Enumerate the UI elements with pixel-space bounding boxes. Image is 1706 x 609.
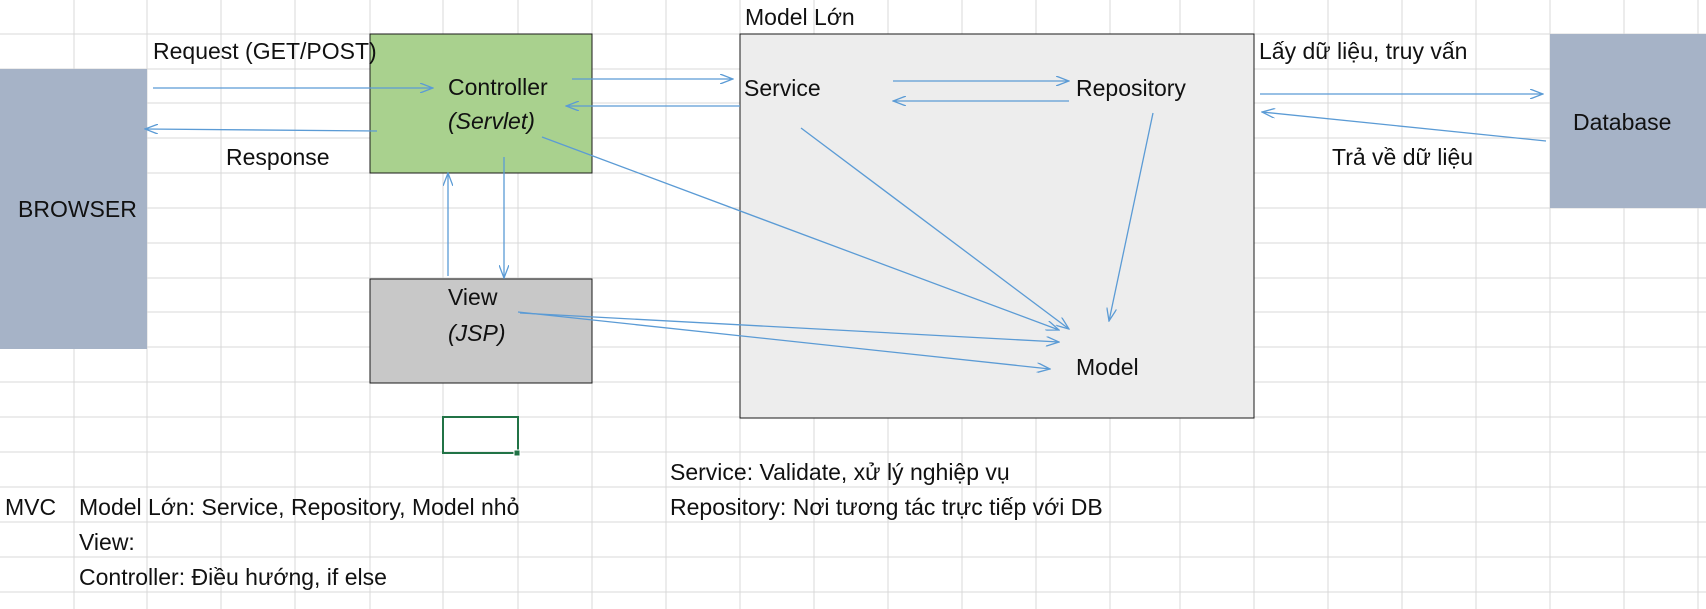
controller-box: [369, 33, 593, 174]
return-data-edge-label: Trả về dữ liệu: [1332, 144, 1474, 170]
arrow-controller-to-model: [541, 136, 1059, 330]
note-repository: Repository: Nơi tương tác trực tiếp với …: [670, 494, 1103, 520]
query-edge-label: Lấy dữ liệu, truy vấn: [1259, 38, 1468, 64]
arrows: [145, 79, 1547, 369]
note-controller: Controller: Điều hướng, if else: [79, 564, 387, 590]
response-edge-label: Response: [226, 144, 330, 170]
note-model: Model Lớn: Service, Repository, Model nh…: [79, 494, 520, 520]
arrow-view-to-model-2: [519, 312, 1059, 342]
note-view: View:: [79, 529, 135, 555]
view-box: [369, 278, 593, 384]
database-label: Database: [1573, 109, 1672, 135]
view-label: View: [448, 284, 498, 310]
service-label: Service: [744, 75, 821, 101]
model-container-title: Model Lớn: [745, 4, 855, 30]
fill-handle[interactable]: [513, 449, 521, 457]
view-sublabel: (JSP): [448, 320, 506, 346]
controller-sublabel: (Servlet): [448, 108, 535, 134]
mvc-label: MVC: [5, 494, 57, 520]
database-box: [1550, 34, 1706, 208]
request-edge-label: Request (GET/POST): [153, 38, 377, 64]
repository-label: Repository: [1076, 75, 1186, 101]
arrow-repository-to-model: [1109, 112, 1154, 321]
arrow-response: [145, 129, 378, 131]
browser-label: BROWSER: [18, 196, 137, 222]
model-label: Model: [1076, 354, 1139, 380]
controller-label: Controller: [448, 74, 548, 100]
browser-box: [0, 69, 147, 349]
selected-cell[interactable]: [442, 416, 519, 454]
arrow-service-to-model: [800, 127, 1069, 329]
arrow-view-to-model: [517, 311, 1050, 369]
note-service: Service: Validate, xử lý nghiệp vụ: [670, 459, 1010, 485]
arrow-from-database: [1262, 112, 1547, 142]
model-container-box: [739, 33, 1255, 419]
